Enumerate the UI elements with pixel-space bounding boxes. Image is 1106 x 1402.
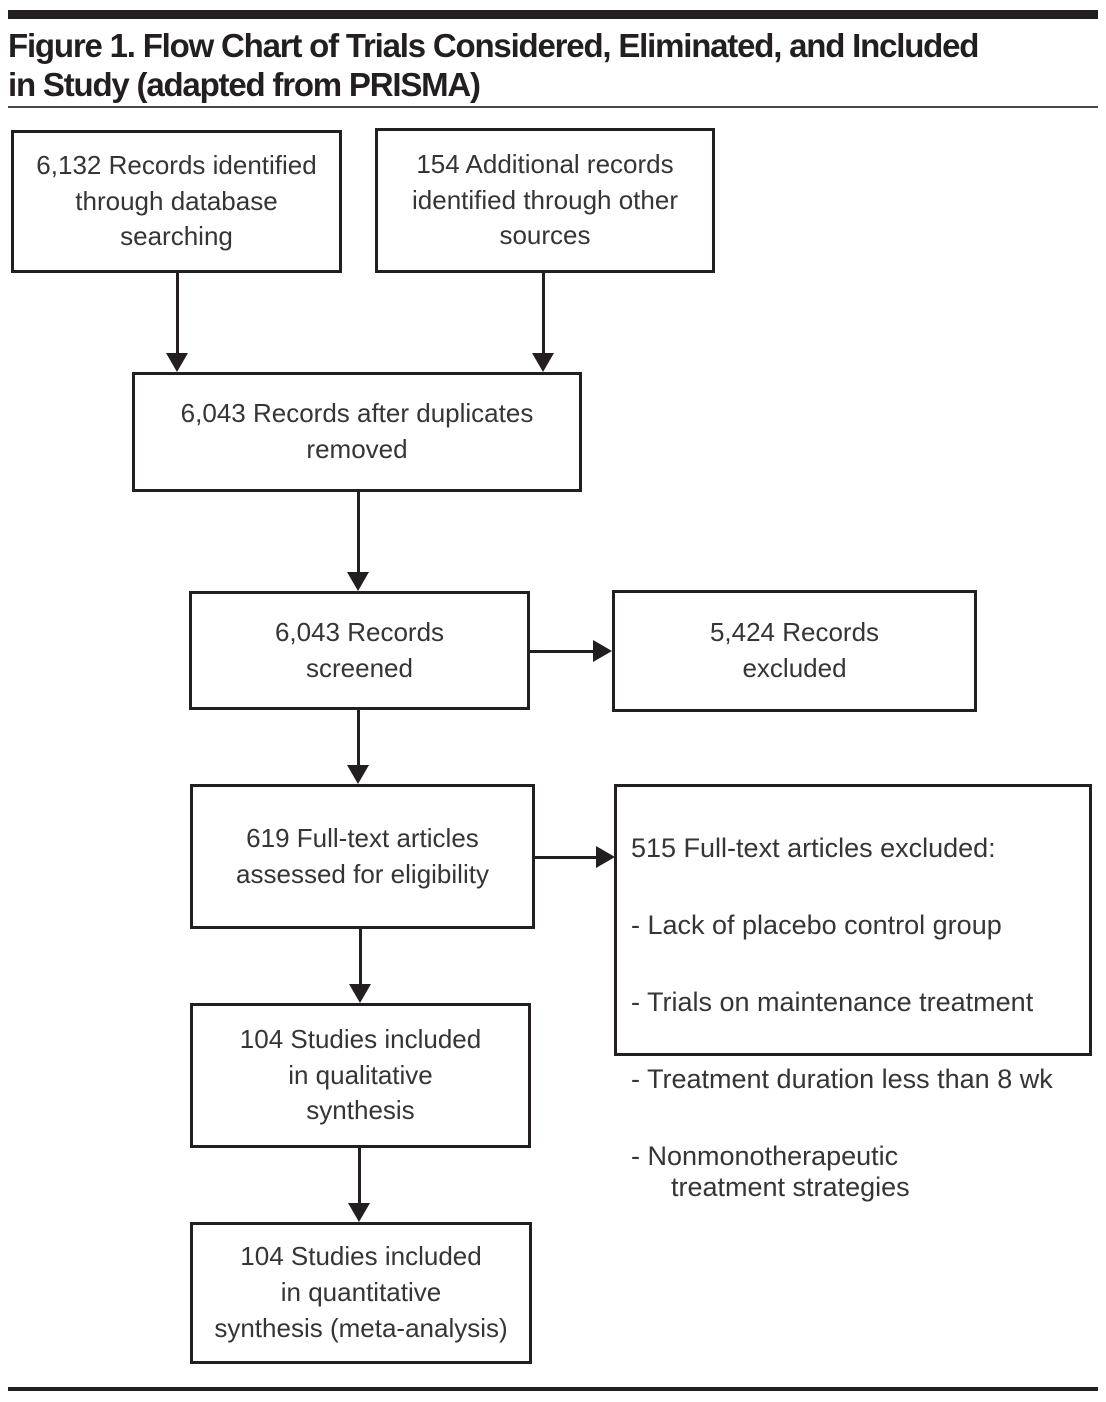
figure-top-bar [8,10,1098,19]
arrow-line-fulltext-to-excluded [535,856,598,859]
arrowhead-fulltext-to-excluded [596,846,615,868]
arrow-line-fulltext-to-qualitative [359,929,362,985]
arrowhead-additional-to-duplicates [532,353,554,372]
fulltext-excluded-header: 515 Full-text articles excluded: [631,833,996,864]
node-quantitative-synthesis: 104 Studies included in quantitative syn… [190,1222,532,1364]
node-records-screened: 6,043 Records screened [189,591,530,710]
arrowhead-duplicates-to-screened [347,572,369,591]
arrowhead-screened-to-fulltext [347,765,369,784]
node-records-identified: 6,132 Records identified through databas… [11,130,342,273]
node-duplicates-removed-label: 6,043 Records after duplicates removed [180,398,534,464]
node-records-excluded-label: 5,424 Records excluded [709,617,880,683]
figure-bottom-rule [8,1387,1098,1391]
arrow-line-screened-to-excluded [530,650,595,653]
node-fulltext-excluded: 515 Full-text articles excluded: - Lack … [614,784,1092,1202]
arrow-line-identified-to-duplicates [176,272,179,355]
node-qualitative-synthesis-label: 104 Studies included in qualitative synt… [239,1023,482,1126]
node-records-excluded: 5,424 Records excluded [612,590,977,712]
node-records-screened-label: 6,043 Records screened [274,616,445,683]
fulltext-excluded-reason: - Treatment duration less than 8 wk [631,1064,1053,1095]
arrow-line-qualitative-to-quantitative [358,1148,361,1204]
node-qualitative-synthesis: 104 Studies included in qualitative synt… [190,1003,531,1148]
arrow-line-screened-to-fulltext [357,710,360,766]
node-records-identified-label: 6,132 Records identified through databas… [36,149,317,252]
arrowhead-qualitative-to-quantitative [348,1203,370,1222]
node-fulltext-assessed: 619 Full-text articles assessed for elig… [190,784,535,929]
node-additional-records-label: 154 Additional records identified throug… [412,148,678,251]
title-divider-rule [8,106,1098,108]
node-duplicates-removed: 6,043 Records after duplicates removed [132,372,582,492]
node-additional-records: 154 Additional records identified throug… [375,128,715,273]
node-fulltext-assessed-label: 619 Full-text articles assessed for elig… [236,822,489,889]
fulltext-excluded-reason: - Lack of placebo control group [631,910,1002,941]
arrowhead-identified-to-duplicates [166,353,188,372]
arrowhead-fulltext-to-qualitative [349,984,371,1003]
arrow-line-duplicates-to-screened [357,492,360,573]
fulltext-excluded-reason: - Trials on maintenance treatment [631,987,1034,1018]
fulltext-excluded-reason: - Nonmonotherapeutic treatment strategie… [631,1141,910,1203]
arrowhead-screened-to-excluded [593,640,612,662]
figure-title: Figure 1. Flow Chart of Trials Considere… [8,27,979,103]
arrow-line-additional-to-duplicates [542,273,545,355]
node-quantitative-synthesis-label: 104 Studies included in quantitative syn… [214,1241,508,1343]
